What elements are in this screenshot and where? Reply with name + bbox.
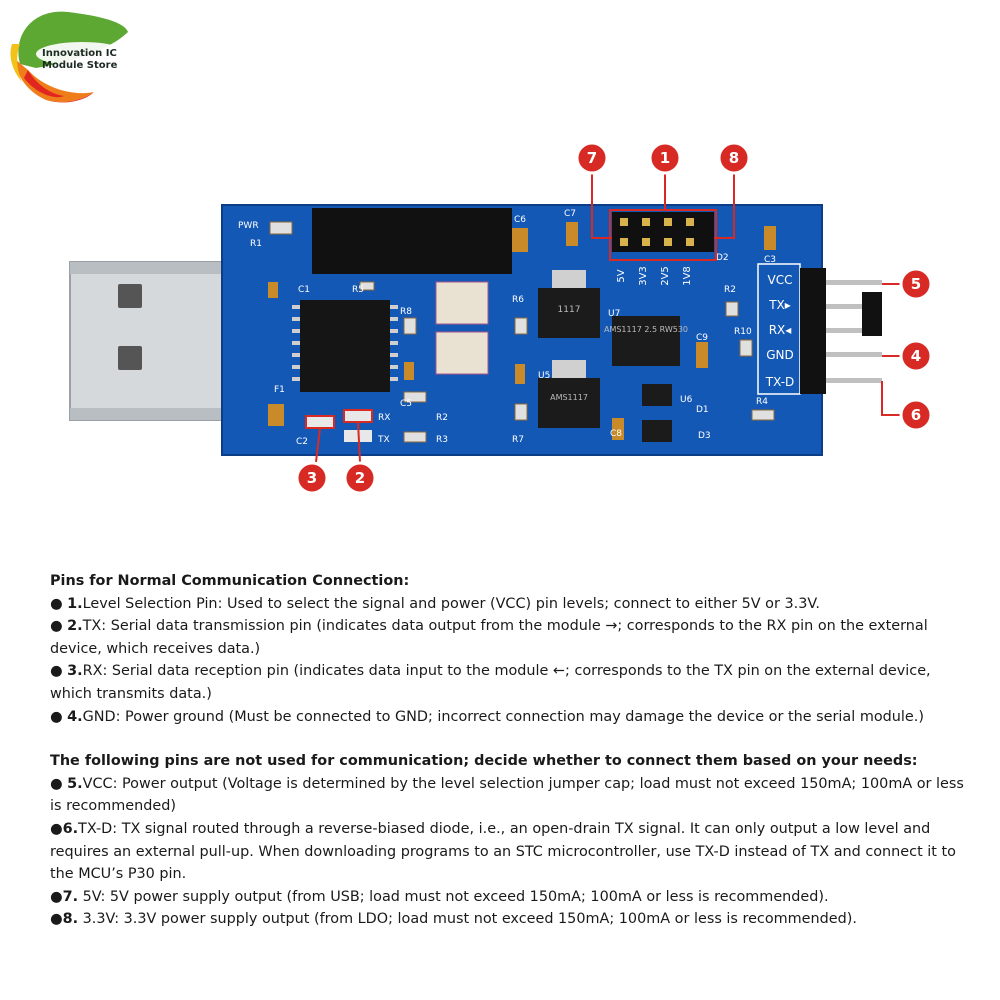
svg-text:7: 7 [587, 149, 597, 167]
silk-f1: F1 [274, 385, 285, 395]
section1-heading: Pins for Normal Communication Connection… [50, 573, 410, 589]
silk-r3: R3 [436, 435, 448, 445]
silk-c1: C1 [298, 285, 310, 295]
silk-d1: D1 [696, 405, 709, 415]
level-jumper-header [612, 212, 714, 252]
pin-label-rx: RX◂ [769, 323, 792, 337]
silk-r5: R5 [352, 285, 364, 295]
ldo-chip-2 [612, 316, 680, 366]
silk-c9: C9 [696, 333, 708, 343]
svg-text:3: 3 [307, 469, 317, 487]
silk-c7: C7 [564, 209, 576, 219]
section1-item-3: ● 3.RX: Serial data reception pin (indic… [50, 663, 931, 702]
section1-item-4: ● 4.GND: Power ground (Must be connected… [50, 708, 924, 725]
jumper-cap [862, 292, 882, 336]
silk-r2: R2 [436, 413, 448, 423]
tx-led [343, 409, 373, 423]
optocoupler-1 [435, 281, 489, 325]
silk-r10: R10 [734, 327, 752, 337]
silk-d3: D3 [698, 431, 711, 441]
silk-r6: R6 [512, 295, 524, 305]
silk-tx: TX [377, 435, 390, 445]
header-label-1v8: 1V8 [682, 266, 693, 286]
svg-text:5: 5 [911, 275, 921, 293]
svg-text:1: 1 [660, 149, 670, 167]
callout-2: 2 [343, 461, 377, 495]
section2-item-5: ● 5.VCC: Power output (Voltage is determ… [50, 775, 964, 815]
silk-d2: D2 [716, 253, 729, 263]
section2-item-8: ●8. 3.3V: 3.3V power supply output (from… [50, 911, 857, 928]
section2-heading: The following pins are not used for comm… [50, 753, 918, 770]
header-highlight-box [609, 209, 717, 261]
section2-item-7: ●7. 5V: 5V power supply output (from USB… [50, 888, 829, 905]
section1-item-2: ● 2.TX: Serial data transmission pin (in… [50, 618, 928, 657]
header-label-2v5: 2V5 [660, 266, 671, 286]
pin-descriptions: Pins for Normal Communication Connection… [50, 570, 970, 931]
pin-label-txd: TX-D [765, 375, 795, 389]
callout-6: 6 [899, 398, 933, 432]
silk-r1: R1 [250, 239, 262, 249]
silk-r7: R7 [512, 435, 524, 445]
board-diagram: 1117 AMS1117 2.5 RW530 AMS1117 5V 3V3 2V… [69, 141, 933, 495]
silk-c3: C3 [764, 255, 776, 265]
ldo-chip-1-label: 1117 [558, 305, 581, 315]
header-label-3v3: 3V3 [638, 266, 649, 286]
callout-8: 8 [717, 141, 751, 175]
callout-3: 3 [295, 461, 329, 495]
silk-c6: C6 [514, 215, 526, 225]
rx-led [305, 415, 335, 429]
black-module [312, 208, 512, 274]
ldo-chip-1 [538, 288, 600, 338]
logo-line-2: Module Store [42, 60, 118, 71]
header-label-5v: 5V [616, 269, 627, 282]
ldo-chip-3-label: AMS1117 [550, 393, 588, 402]
silk-r4: R4 [756, 397, 768, 407]
side-pin-header [800, 268, 882, 394]
callout-4: 4 [899, 339, 933, 373]
silk-r8: R8 [400, 307, 412, 317]
svg-text:4: 4 [911, 347, 921, 365]
store-logo: Innovation IC Module Store [6, 4, 131, 104]
callout-7: 7 [575, 141, 609, 175]
callout-5: 5 [899, 267, 933, 301]
logo-leaf-icon [10, 11, 129, 103]
pin-label-tx: TX▸ [768, 298, 791, 312]
section1-item-1: ● 1.Level Selection Pin: Used to select … [50, 595, 820, 612]
silk-r2-right: R2 [724, 285, 736, 295]
main-ic [300, 300, 390, 392]
ldo-chip-2-label: AMS1117 2.5 RW530 [604, 325, 688, 334]
silk-u6: U6 [680, 395, 693, 405]
pin-label-vcc: VCC [768, 273, 793, 287]
pin-label-gnd: GND [766, 348, 794, 362]
silk-c8: C8 [610, 429, 622, 439]
silk-c5: C5 [400, 399, 412, 409]
silk-pwr: PWR [238, 221, 259, 231]
silk-c2: C2 [296, 437, 308, 447]
optocoupler-2 [435, 331, 489, 375]
logo-line-1: Innovation IC [42, 48, 117, 59]
silk-u7: U7 [608, 309, 620, 319]
svg-text:6: 6 [911, 406, 921, 424]
ldo-chip-3 [538, 378, 600, 428]
callout-1: 1 [648, 141, 682, 175]
svg-text:2: 2 [355, 469, 365, 487]
silk-rx: RX [378, 413, 390, 423]
svg-text:8: 8 [729, 149, 739, 167]
silk-u5: U5 [538, 371, 550, 381]
section2-item-6: ●6.TX-D: TX signal routed through a reve… [50, 820, 956, 883]
